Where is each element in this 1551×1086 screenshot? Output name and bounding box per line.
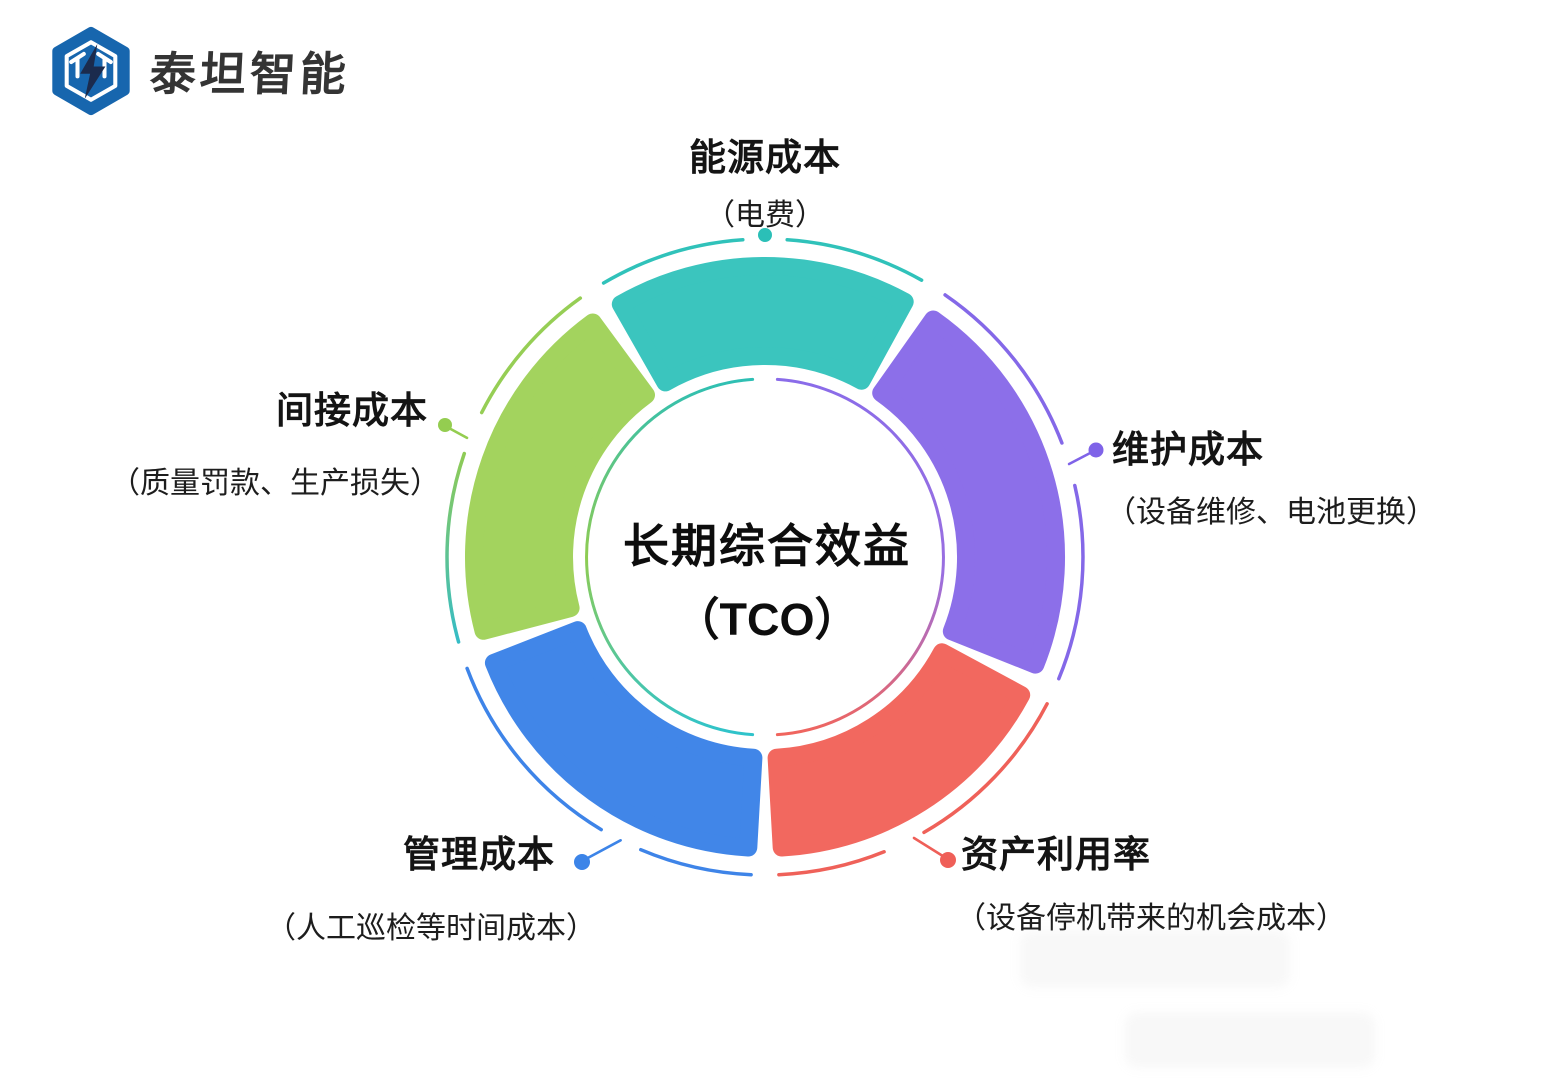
inner-ring xyxy=(585,377,945,737)
label-maintenance-note-wrap: （设备维修、电池更换） xyxy=(1106,487,1436,531)
label-maintenance: 维护成本 xyxy=(1112,419,1264,473)
outer-ring-arc-maintenance-bottom xyxy=(1057,483,1085,681)
label-management-title: 管理成本 xyxy=(403,834,555,875)
logo-lightning-bolt xyxy=(80,44,106,99)
connector-dot-asset xyxy=(940,852,956,868)
label-asset-title: 资产利用率 xyxy=(961,834,1151,875)
brand-logo-icon xyxy=(52,26,130,116)
inner-ring-arc-right xyxy=(775,377,945,737)
center-subtitle: （TCO） xyxy=(674,594,860,645)
label-management-note-wrap: （人工巡检等时间成本） xyxy=(266,903,596,947)
outer-ring-arc-asset-bottom xyxy=(777,850,886,877)
inner-ring-arc-left xyxy=(585,377,755,737)
outer-ring-arc-energy-right xyxy=(785,238,924,282)
connector-line-asset xyxy=(912,836,948,860)
label-indirect: 间接成本 xyxy=(276,380,428,434)
connector-dot-indirect xyxy=(438,418,452,432)
connector-dot-maintenance xyxy=(1088,442,1104,458)
label-energy-note: （电费） xyxy=(705,199,825,232)
segment-asset-utilization xyxy=(767,643,1031,857)
donut-segments xyxy=(465,257,1066,857)
label-asset: 资产利用率 xyxy=(961,824,1151,878)
connector-dot-energy xyxy=(758,228,772,242)
label-energy: 能源成本 （电费） xyxy=(689,127,841,234)
outer-ring-arc-indirect-lower xyxy=(445,451,467,644)
outer-ring-arc-energy-left xyxy=(601,238,745,285)
label-management-note: （人工巡检等时间成本） xyxy=(266,912,596,945)
brand-name: 泰坦智能 xyxy=(148,48,352,100)
segment-management xyxy=(484,621,763,857)
center-title: 长期综合效益 xyxy=(623,520,911,572)
label-maintenance-title: 维护成本 xyxy=(1112,429,1264,470)
label-indirect-note-wrap: （质量罚款、生产损失） xyxy=(110,458,440,502)
outer-ring-arc-maintenance-top xyxy=(943,293,1064,445)
connector-line-management xyxy=(582,838,622,862)
segment-maintenance xyxy=(872,310,1066,674)
logo-inner-hexagon xyxy=(64,40,118,102)
outer-ring-arc-management-bottom xyxy=(639,847,753,877)
label-indirect-title: 间接成本 xyxy=(276,390,428,431)
segment-indirect xyxy=(465,313,655,640)
label-asset-note: （设备停机带来的机会成本） xyxy=(956,902,1346,935)
label-energy-title: 能源成本 xyxy=(689,137,841,178)
center-label: 长期综合效益 （TCO） xyxy=(623,510,911,648)
label-management: 管理成本 xyxy=(403,824,555,878)
watermark-smudge xyxy=(1020,930,1290,988)
connector-dot-management xyxy=(574,854,590,870)
label-asset-note-wrap: （设备停机带来的机会成本） xyxy=(956,893,1346,937)
outer-ring xyxy=(445,238,1085,877)
logo-left-mark xyxy=(69,51,86,79)
outer-ring-arc-indirect-upper xyxy=(479,296,583,415)
label-indirect-note: （质量罚款、生产损失） xyxy=(110,467,440,500)
connector-dots xyxy=(438,228,1104,870)
watermark-smudge xyxy=(1125,1012,1375,1068)
outer-ring-arc-asset-top xyxy=(922,702,1049,835)
segment-energy xyxy=(611,257,914,392)
label-maintenance-note: （设备维修、电池更换） xyxy=(1106,496,1436,529)
brand-logo: 泰坦智能 xyxy=(46,26,352,116)
outer-ring-arc-management-left xyxy=(465,666,603,832)
